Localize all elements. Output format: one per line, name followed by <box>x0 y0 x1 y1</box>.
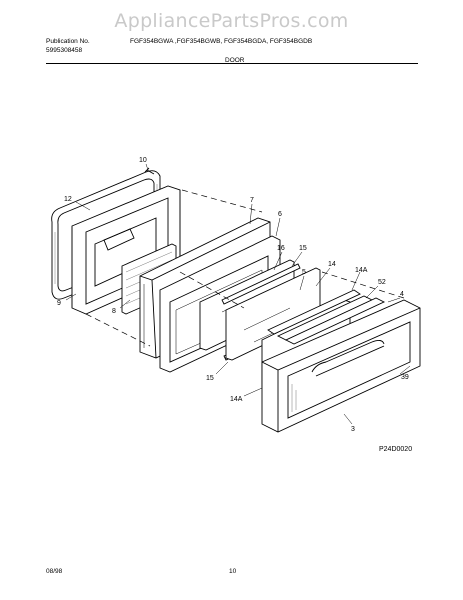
section-title: DOOR <box>225 57 245 64</box>
callout-14: 14 <box>328 261 336 268</box>
part-10-screw <box>144 167 155 175</box>
footer-page-number: 10 <box>229 568 237 575</box>
publication-label: Publication No. <box>46 38 90 45</box>
diagram-code: P24D0020 <box>379 446 413 453</box>
callout-12: 12 <box>64 196 72 203</box>
watermark: AppliancePartsPros.com <box>114 10 349 32</box>
callout-7: 7 <box>250 197 254 204</box>
callout-15-lower: 15 <box>206 375 214 382</box>
callout-5: 5 <box>302 269 306 276</box>
part-39-door-handle <box>311 339 385 377</box>
callout-3: 3 <box>351 426 355 433</box>
header-rule <box>46 63 418 64</box>
callout-16: 16 <box>277 245 285 252</box>
leader-lines <box>65 163 411 425</box>
alignment-lines <box>85 189 405 347</box>
part-4-frame-strip <box>284 297 386 345</box>
publication-number: 5995308458 <box>46 47 83 54</box>
part-15-trim-upper <box>221 263 301 305</box>
part-3-outer-door <box>261 299 421 433</box>
callout-4: 4 <box>400 291 404 298</box>
callout-6: 6 <box>278 211 282 218</box>
callout-14a-top: 14A <box>355 267 368 274</box>
callout-15-upper: 15 <box>299 245 307 252</box>
callout-9: 9 <box>57 300 61 307</box>
model-numbers: FGF354BGWA ,FGF354BGWB, FGF354BGDA, FGF3… <box>130 38 313 45</box>
part-14a-gasket <box>267 289 361 335</box>
callout-14a-bottom: 14A <box>230 396 243 403</box>
callout-39: 39 <box>401 374 409 381</box>
footer-date: 08/98 <box>46 568 63 575</box>
callout-8: 8 <box>112 308 116 315</box>
callout-52: 52 <box>378 279 386 286</box>
callout-10: 10 <box>139 157 147 164</box>
